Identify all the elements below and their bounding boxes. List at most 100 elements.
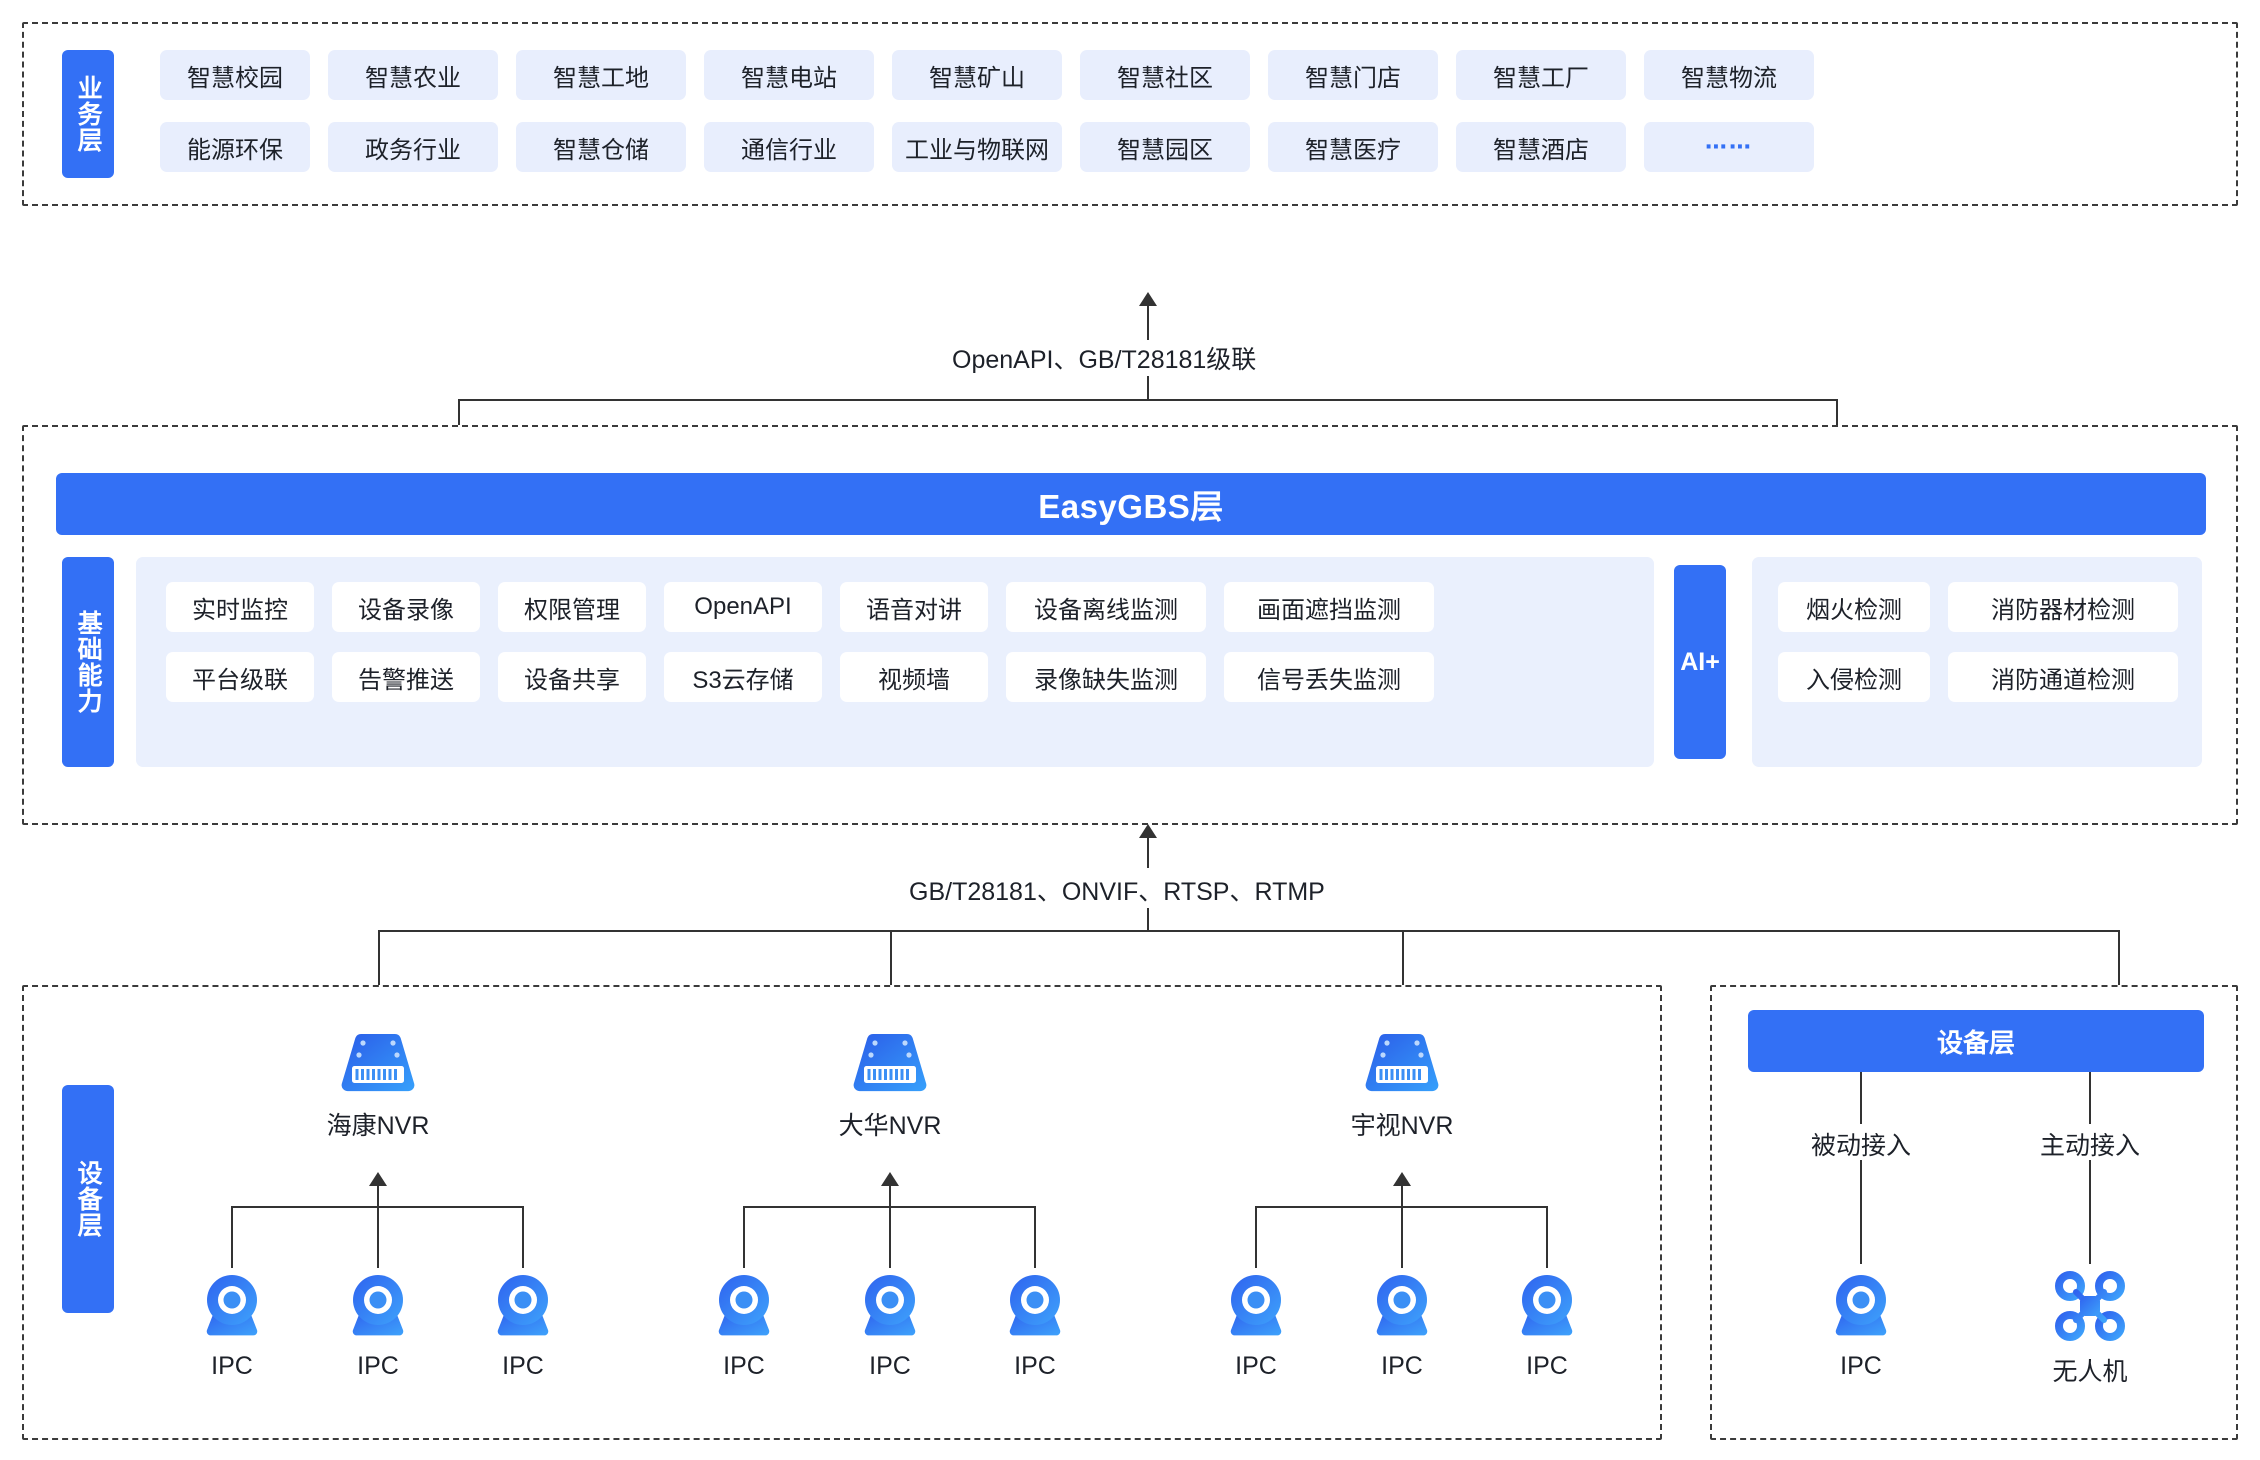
business-chip[interactable]: 智慧社区: [1080, 50, 1250, 100]
device-layer-right-title[interactable]: 设备层: [1748, 1010, 2204, 1072]
business-chip[interactable]: 通信行业: [704, 122, 874, 172]
ipc-label: IPC: [869, 1352, 911, 1380]
ipc-group2-branch-3: [1034, 1206, 1036, 1268]
nvr-label: 宇视NVR: [1350, 1112, 1454, 1140]
ipc-node[interactable]: IPC: [1352, 1268, 1452, 1381]
business-chip[interactable]: 智慧物流: [1644, 50, 1814, 100]
capability-rows: 实时监控 设备录像 权限管理 OpenAPI 语音对讲 设备离线监测 画面遮挡监…: [166, 582, 1434, 702]
passive-access-line-upper: [1860, 1072, 1862, 1124]
nvr-label: 大华NVR: [838, 1112, 942, 1140]
capability-chip[interactable]: 告警推送: [332, 652, 480, 702]
ipc-node[interactable]: IPC: [694, 1268, 794, 1381]
business-chip[interactable]: 工业与物联网: [892, 122, 1062, 172]
ipc-camera-icon: [206, 1275, 258, 1336]
ipc-node[interactable]: IPC: [985, 1268, 1085, 1381]
ai-capability-chip[interactable]: 消防通道检测: [1948, 652, 2178, 702]
business-chip[interactable]: 智慧门店: [1268, 50, 1438, 100]
nvr-icon: [853, 1034, 927, 1092]
ipc-group1-stem: [377, 1186, 379, 1208]
capability-chip[interactable]: 视频墙: [840, 652, 988, 702]
capability-chip[interactable]: 信号丢失监测: [1224, 652, 1434, 702]
capability-chip[interactable]: 权限管理: [498, 582, 646, 632]
capability-chip[interactable]: 平台级联: [166, 652, 314, 702]
business-chip[interactable]: 智慧工地: [516, 50, 686, 100]
ipc-group3-branch-2: [1401, 1206, 1403, 1268]
basic-capability-side-label: 基础能力: [62, 557, 114, 767]
ipc-label: IPC: [211, 1352, 253, 1380]
business-chip[interactable]: 智慧工厂: [1456, 50, 1626, 100]
ipc-node[interactable]: IPC: [182, 1268, 282, 1381]
business-chip[interactable]: 智慧校园: [160, 50, 310, 100]
active-access-label: 主动接入: [2026, 1124, 2154, 1164]
ipc-label: IPC: [1014, 1352, 1056, 1380]
business-layer-side-label-text: 业务层: [74, 75, 103, 153]
business-chip[interactable]: 智慧电站: [704, 50, 874, 100]
active-access-line-lower: [2089, 1160, 2091, 1264]
basic-capability-side-label-text: 基础能力: [74, 610, 103, 714]
capability-chip[interactable]: OpenAPI: [664, 582, 822, 632]
bottom-branch-dh: [890, 930, 892, 1014]
business-chip[interactable]: 智慧仓储: [516, 122, 686, 172]
ai-capability-chip[interactable]: 消防器材检测: [1948, 582, 2178, 632]
business-chip[interactable]: 智慧医疗: [1268, 122, 1438, 172]
ipc-group2-arrow-icon: [881, 1172, 899, 1186]
business-chip[interactable]: 智慧酒店: [1456, 122, 1626, 172]
nvr-node-dahua[interactable]: 大华NVR: [819, 1028, 961, 1142]
bottom-connector-arrow-icon: [1139, 824, 1157, 838]
capability-row-2: 平台级联 告警推送 设备共享 S3云存储 视频墙 录像缺失监测 信号丢失监测: [166, 652, 1434, 702]
passive-access-label: 被动接入: [1797, 1124, 1925, 1164]
ipc-camera-icon: [718, 1275, 770, 1336]
bottom-connector-vline-upper: [1147, 838, 1149, 868]
ipc-camera-icon: [352, 1275, 404, 1336]
capability-chip[interactable]: 设备录像: [332, 582, 480, 632]
business-chip[interactable]: 能源环保: [160, 122, 310, 172]
ipc-label: IPC: [723, 1352, 765, 1380]
active-access-line-upper: [2089, 1072, 2091, 1124]
ipc-camera-icon: [1376, 1275, 1428, 1336]
business-layer-chips: 智慧校园 智慧农业 智慧工地 智慧电站 智慧矿山 智慧社区 智慧门店 智慧工厂 …: [160, 50, 1814, 172]
ai-capability-chip[interactable]: 烟火检测: [1778, 582, 1930, 632]
ai-capability-row-1: 烟火检测 消防器材检测: [1778, 582, 2178, 632]
business-chip-row-1: 智慧校园 智慧农业 智慧工地 智慧电站 智慧矿山 智慧社区 智慧门店 智慧工厂 …: [160, 50, 1814, 100]
capability-chip[interactable]: 设备离线监测: [1006, 582, 1206, 632]
capability-chip[interactable]: 录像缺失监测: [1006, 652, 1206, 702]
drone-icon: [2055, 1271, 2125, 1341]
ipc-group1-arrow-icon: [369, 1172, 387, 1186]
ipc-group2-branch-2: [889, 1206, 891, 1268]
ipc-node[interactable]: IPC: [1497, 1268, 1597, 1381]
drone-node[interactable]: 无人机: [2040, 1268, 2140, 1388]
business-chip-ellipsis: ⋯⋯: [1644, 122, 1814, 172]
ipc-camera-icon: [497, 1275, 549, 1336]
ipc-label: IPC: [1840, 1352, 1882, 1380]
capability-chip[interactable]: 语音对讲: [840, 582, 988, 632]
ai-capability-chip[interactable]: 入侵检测: [1778, 652, 1930, 702]
ipc-group3-branch-1: [1255, 1206, 1257, 1268]
ipc-node[interactable]: IPC: [328, 1268, 428, 1381]
business-chip[interactable]: 智慧农业: [328, 50, 498, 100]
capability-chip[interactable]: S3云存储: [664, 652, 822, 702]
nvr-node-uniview[interactable]: 宇视NVR: [1331, 1028, 1473, 1142]
ai-capability-row-2: 入侵检测 消防通道检测: [1778, 652, 2178, 702]
top-connector-hline: [458, 399, 1838, 401]
bottom-branch-uniview: [1402, 930, 1404, 1014]
ai-plus-tab[interactable]: AI+: [1674, 565, 1726, 759]
business-chip[interactable]: 智慧园区: [1080, 122, 1250, 172]
easygbs-layer-bar[interactable]: EasyGBS层: [56, 473, 2206, 535]
nvr-node-hikvision[interactable]: 海康NVR: [307, 1028, 449, 1142]
capability-row-1: 实时监控 设备录像 权限管理 OpenAPI 语音对讲 设备离线监测 画面遮挡监…: [166, 582, 1434, 632]
capability-chip[interactable]: 设备共享: [498, 652, 646, 702]
ipc-node[interactable]: IPC: [473, 1268, 573, 1381]
capability-chip[interactable]: 画面遮挡监测: [1224, 582, 1434, 632]
capability-chip[interactable]: 实时监控: [166, 582, 314, 632]
business-chip[interactable]: 智慧矿山: [892, 50, 1062, 100]
business-chip[interactable]: 政务行业: [328, 122, 498, 172]
ipc-node[interactable]: IPC: [1206, 1268, 1306, 1381]
ipc-label: IPC: [1235, 1352, 1277, 1380]
ipc-group1-branch-1: [231, 1206, 233, 1268]
ipc-camera-icon: [1009, 1275, 1061, 1336]
top-connector-arrow-icon: [1139, 292, 1157, 306]
ipc-node-passive[interactable]: IPC: [1811, 1268, 1911, 1381]
ipc-node[interactable]: IPC: [840, 1268, 940, 1381]
ipc-group2-branch-1: [743, 1206, 745, 1268]
ipc-group1-branch-3: [522, 1206, 524, 1268]
